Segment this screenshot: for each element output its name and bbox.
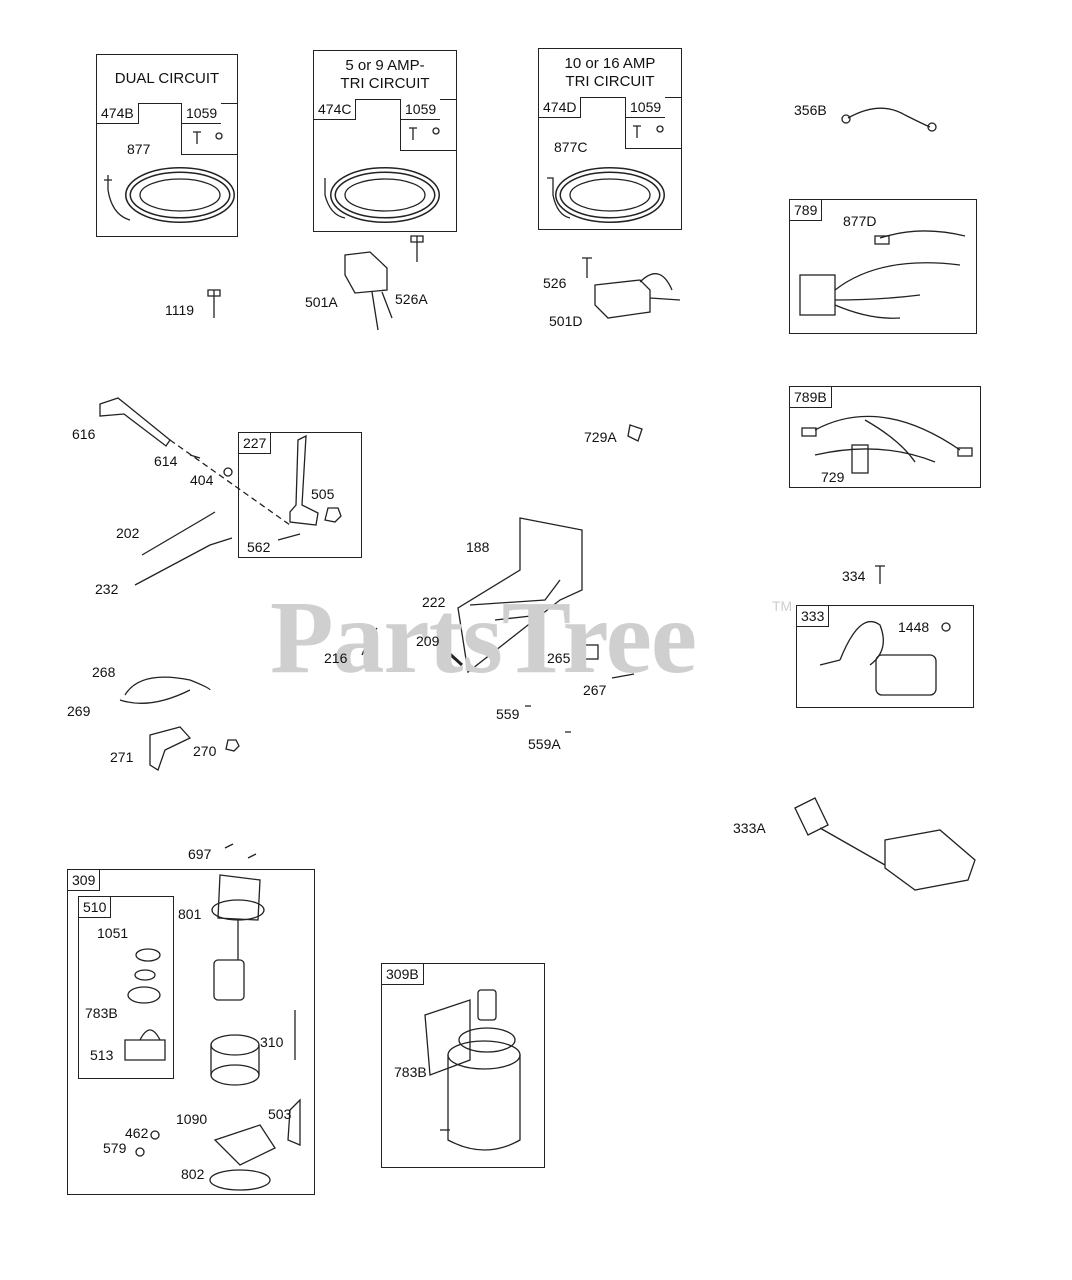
part-label: 697: [188, 846, 212, 862]
part-label: 783B: [85, 1005, 118, 1021]
part-label: 222: [422, 594, 446, 610]
part-label: 802: [181, 1166, 205, 1182]
kit-box-474b: DUAL CIRCUIT 474B 1059: [96, 54, 238, 237]
governor-lever-parts: [99, 397, 342, 541]
stator-ring-474b: [104, 167, 235, 223]
part-label: 783B: [394, 1064, 427, 1080]
part-label: 216: [324, 650, 348, 666]
part-label: 268: [92, 664, 116, 680]
stator-ring-474d: [547, 167, 665, 223]
kit-tag-1059-a: 1059: [182, 103, 222, 124]
wiring-harness-789b: [801, 415, 973, 474]
regulator-501d: [594, 273, 681, 319]
choke-cable-268: [119, 676, 211, 704]
throttle-cable-232: [134, 537, 233, 586]
kit-tag-510: 510: [79, 897, 112, 918]
control-bracket-assembly: [361, 517, 635, 733]
part-label: 356B: [794, 102, 827, 118]
part-label: 505: [311, 486, 335, 502]
part-label: 579: [103, 1140, 127, 1156]
part-label: 1051: [97, 925, 129, 941]
kit-tag-789: 789: [790, 200, 823, 221]
starter-motor-309b: [424, 989, 521, 1151]
part-label: 801: [178, 906, 202, 922]
kit-box-309b: 309B: [381, 963, 545, 1168]
kit-box-1059-b: 1059: [400, 99, 457, 151]
ground-wire: [847, 107, 931, 128]
watermark: PartsTree: [270, 580, 697, 695]
kit-box-1059-a: 1059: [181, 103, 238, 155]
kit-box-309: 309 510: [67, 869, 315, 1195]
kit-box-789b: 789B: [789, 386, 981, 488]
screw-and-nut-icons: [193, 125, 664, 144]
part-label: 614: [154, 453, 178, 469]
kit-box-1059-c: 1059: [625, 97, 682, 149]
part-label: 188: [466, 539, 490, 555]
kit-tag-227: 227: [239, 433, 272, 454]
starter-motor-parts: [124, 874, 301, 1191]
kit-tag-309: 309: [68, 870, 101, 891]
part-label: 1090: [176, 1111, 208, 1127]
rectifier-module-501a: [344, 251, 393, 331]
part-label: 729: [821, 469, 845, 485]
kit-tag-789b: 789B: [790, 387, 832, 408]
kit-tag-474d: 474D: [539, 97, 582, 118]
kit-tag-474b: 474B: [97, 103, 139, 124]
kit-box-510: 510: [78, 896, 174, 1079]
kit-tag-309b: 309B: [382, 964, 424, 985]
kit-tag-1059-c: 1059: [626, 97, 666, 118]
part-label: 729A: [584, 429, 617, 445]
bolt-1119: [207, 289, 221, 318]
kit-box-789: 789: [789, 199, 977, 334]
part-label: 562: [247, 539, 271, 555]
part-label: 526A: [395, 291, 428, 307]
part-label: 270: [193, 743, 217, 759]
kit-tag-333: 333: [797, 606, 830, 627]
part-label: 501D: [549, 313, 583, 329]
part-label: 501A: [305, 294, 338, 310]
kit-tag-474c: 474C: [314, 99, 357, 120]
part-label: 462: [125, 1125, 149, 1141]
kit-box-227: 227: [238, 432, 362, 558]
part-label: 271: [110, 749, 134, 765]
part-label: 310: [260, 1034, 284, 1050]
watermark-trademark: TM: [772, 598, 793, 614]
part-label: 269: [67, 703, 91, 719]
part-label: 877: [127, 141, 151, 157]
part-label: 503: [268, 1106, 292, 1122]
part-label: 267: [583, 682, 607, 698]
part-label: 513: [90, 1047, 114, 1063]
part-label: 202: [116, 525, 140, 541]
part-label: 616: [72, 426, 96, 442]
part-label: 877C: [554, 139, 588, 155]
part-label: 265: [547, 650, 571, 666]
part-label: 559: [496, 706, 520, 722]
ignition-coil-333a: [794, 797, 976, 891]
kit-tag-1059-b: 1059: [401, 99, 441, 120]
part-label: 404: [190, 472, 214, 488]
part-label: 232: [95, 581, 119, 597]
kit-box-333: 333: [796, 605, 974, 708]
part-label: 1119: [165, 302, 195, 318]
part-label: 526: [543, 275, 567, 291]
stator-ring-474c: [324, 167, 440, 223]
part-label: 334: [842, 568, 866, 584]
part-label: 333A: [733, 820, 766, 836]
part-label: 877D: [843, 213, 877, 229]
governor-link-202: [141, 511, 216, 556]
ignition-coil-333: [819, 620, 937, 696]
kit-box-474c: 5 or 9 AMP- TRI CIRCUIT 474C 1059: [313, 50, 457, 232]
part-label: 559A: [528, 736, 561, 752]
part-label: 1448: [898, 619, 930, 635]
kit-header-474c: 5 or 9 AMP- TRI CIRCUIT: [314, 51, 456, 100]
kit-box-474d: 10 or 16 AMP TRI CIRCUIT 474D 1059: [538, 48, 682, 230]
part-label: 209: [416, 633, 440, 649]
wiring-harness-789: [799, 230, 966, 319]
kit-header-474b: DUAL CIRCUIT: [97, 55, 237, 104]
kit-header-474d: 10 or 16 AMP TRI CIRCUIT: [539, 49, 681, 98]
